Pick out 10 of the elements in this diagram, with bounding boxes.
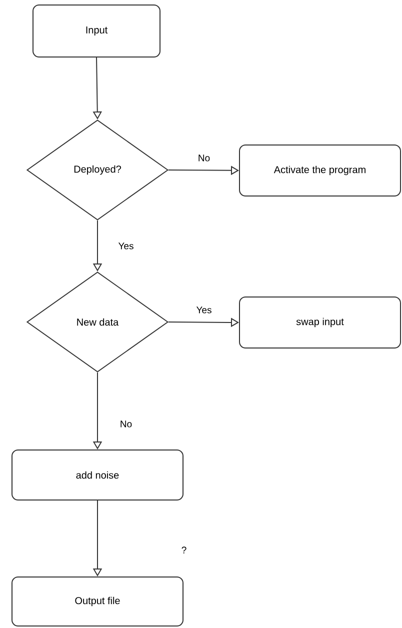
process-box: add noise (12, 450, 184, 500)
edge-label: Yes (195, 306, 213, 314)
edge-label: No (118, 420, 134, 428)
process-box: swap input (239, 296, 401, 348)
process-box: Output file (12, 576, 184, 626)
edge-label: Yes (117, 242, 135, 250)
edge-label: No (196, 154, 212, 162)
process-box: Input (32, 4, 160, 58)
note: ? (182, 546, 186, 554)
process-box: Activate the program (239, 144, 401, 196)
